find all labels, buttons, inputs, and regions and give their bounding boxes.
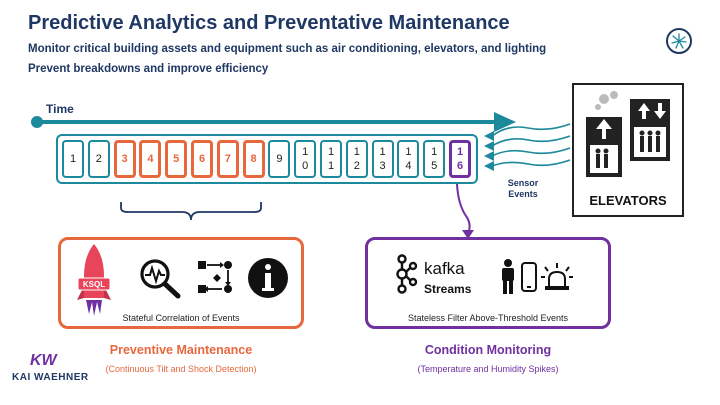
workflow-icon <box>198 261 232 293</box>
time-arrow <box>31 112 516 132</box>
event-cell: 9 <box>268 140 291 178</box>
ksql-label: KSQL <box>82 280 106 289</box>
sensor-events-label: Sensor Events <box>503 178 543 200</box>
elevators-label: ELEVATORS <box>589 193 667 208</box>
event-sequence <box>56 134 478 184</box>
event-cell: 1 <box>62 140 84 178</box>
event-cell: 3 <box>113 140 136 178</box>
condition-subtitle: (Temperature and Humidity Spikes) <box>417 364 559 374</box>
person-icon <box>502 259 514 294</box>
page-title: Predictive Analytics and Preventative Ma… <box>28 12 510 34</box>
sensor-arrows <box>484 123 571 171</box>
event-cell: 1 1 <box>320 140 342 178</box>
preventive-subtitle: (Continuous Tilt and Shock Detection) <box>105 364 257 374</box>
window-bracket <box>120 202 262 221</box>
condition-title: Condition Monitoring <box>424 343 552 357</box>
event-cell: 6 <box>191 140 213 178</box>
current-event-connector <box>456 183 474 239</box>
alarm-light-icon <box>541 263 573 290</box>
preventive-maintenance-box <box>58 237 304 329</box>
kafka-logo-icon <box>396 254 418 294</box>
subtitle-prevent: Prevent breakdowns and improve efficienc… <box>28 63 269 75</box>
info-icon <box>248 258 288 298</box>
monitor-zoom-icon <box>140 259 181 299</box>
sensor-label-line1: Sensor <box>507 178 539 188</box>
elevator-icon <box>586 91 670 177</box>
smartphone-icon <box>521 262 537 292</box>
event-cell: 8 <box>242 140 265 178</box>
footer-mark-icon: KW <box>30 352 57 369</box>
sensor-label-line2: Events <box>508 189 538 199</box>
event-cell: 1 2 <box>345 140 368 178</box>
footer-brand: KAI WAEHNER <box>12 372 89 383</box>
event-cell: 7 <box>216 140 239 178</box>
subtitle-monitor: Monitor critical building assets and equ… <box>28 43 547 55</box>
event-cell: 1 6 <box>449 140 471 178</box>
event-cell: 1 4 <box>397 140 420 178</box>
condition-caption: Stateless Filter Above-Threshold Events <box>407 313 569 323</box>
event-cell: 1 3 <box>371 140 394 178</box>
streams-label: Streams <box>424 282 472 296</box>
preventive-caption: Stateful Correlation of Events <box>122 313 240 323</box>
ksql-rocket-icon <box>77 244 111 316</box>
event-cell: 1 5 <box>423 140 446 178</box>
brand-logo-icon <box>666 28 692 54</box>
event-cell: 4 <box>139 140 162 178</box>
kafka-label: kafka <box>424 259 465 278</box>
event-cell: 2 <box>87 140 110 178</box>
event-cell: 1 0 <box>294 140 317 178</box>
condition-monitoring-box <box>365 237 611 329</box>
time-label: Time <box>46 102 74 116</box>
preventive-title: Preventive Maintenance <box>109 343 253 357</box>
event-cell: 5 <box>165 140 188 178</box>
elevators-panel <box>572 83 684 217</box>
